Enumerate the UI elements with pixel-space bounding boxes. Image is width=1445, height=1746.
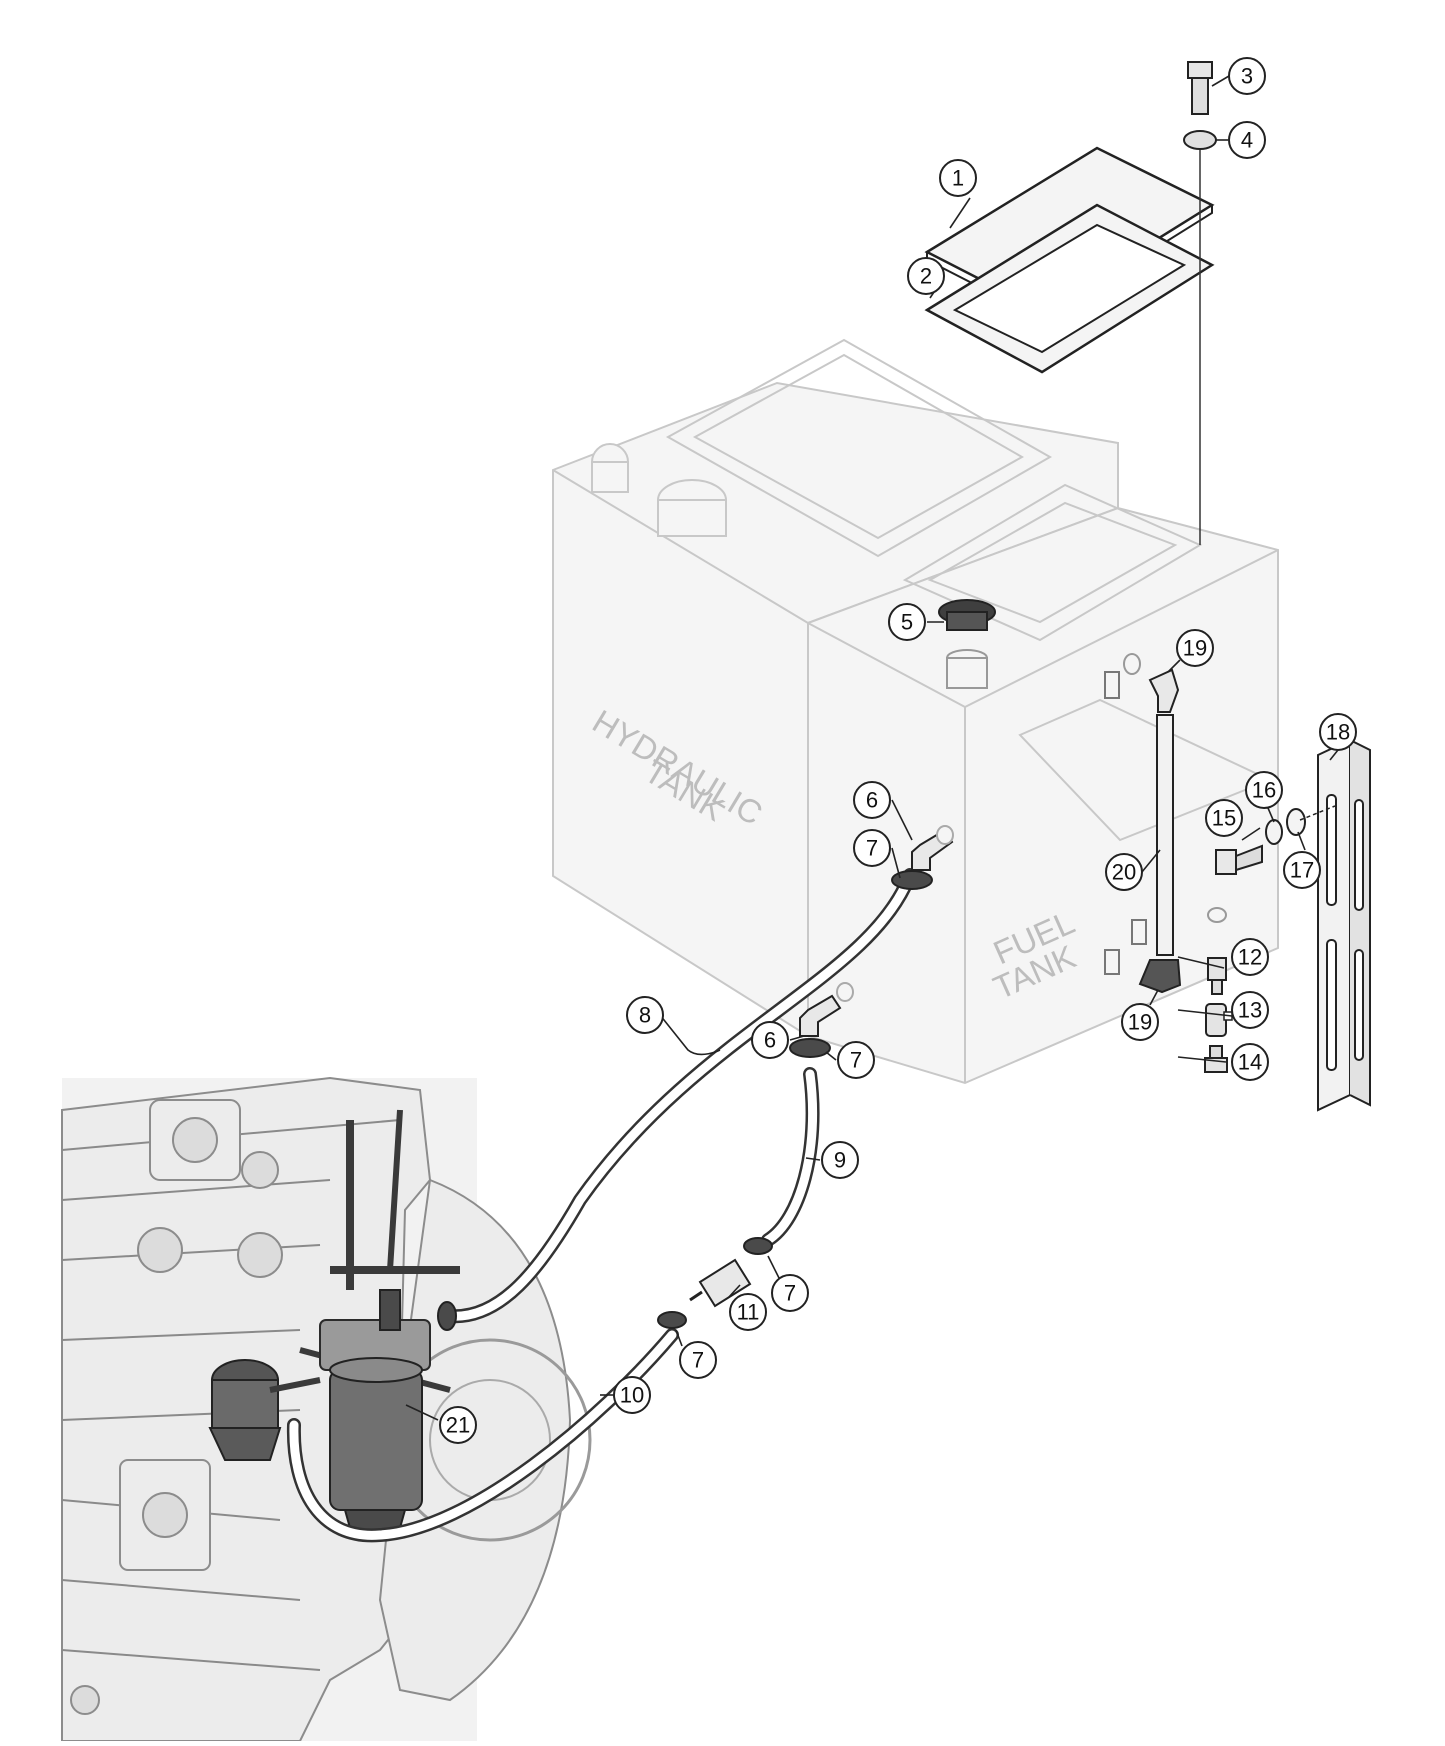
hose-9 xyxy=(761,1067,820,1247)
svg-text:7: 7 xyxy=(866,836,878,861)
fuel-filter-21 xyxy=(329,1357,423,1536)
gasket-2 xyxy=(924,203,1215,374)
flywheel-housing xyxy=(378,1178,572,1702)
callout-13: 13 xyxy=(1231,991,1269,1029)
svg-text:7: 7 xyxy=(692,1348,704,1373)
elbow-6-upper xyxy=(911,825,954,871)
svg-text:5: 5 xyxy=(901,610,913,635)
callout-5: 5 xyxy=(888,603,926,641)
callout-14: 14 xyxy=(1231,1043,1269,1081)
hose-20 xyxy=(1156,714,1174,956)
svg-text:13: 13 xyxy=(1238,998,1262,1023)
callout-6-lower: 6 xyxy=(751,1021,789,1059)
clamp-7-lower xyxy=(789,1038,831,1058)
svg-text:10: 10 xyxy=(620,1383,644,1408)
washer-17 xyxy=(1286,808,1306,836)
svg-text:14: 14 xyxy=(1238,1050,1262,1075)
svg-text:19: 19 xyxy=(1128,1010,1152,1035)
svg-text:8: 8 xyxy=(639,1003,651,1028)
callout-12: 12 xyxy=(1231,938,1269,976)
washer-16 xyxy=(1265,819,1283,845)
callout-10: 10 xyxy=(613,1376,651,1414)
elbow-19-upper xyxy=(1123,653,1180,713)
bolt-3 xyxy=(1187,61,1213,115)
svg-text:17: 17 xyxy=(1290,858,1314,883)
svg-text:6: 6 xyxy=(866,788,878,813)
callout-19-lower: 19 xyxy=(1121,1003,1159,1041)
svg-text:1: 1 xyxy=(952,166,964,191)
svg-text:16: 16 xyxy=(1252,778,1276,803)
callout-19-upper: 19 xyxy=(1176,629,1214,667)
callout-15: 15 xyxy=(1205,799,1243,837)
callout-21: 21 xyxy=(439,1406,477,1444)
hose-10 xyxy=(286,1328,679,1543)
svg-text:3: 3 xyxy=(1241,64,1253,89)
elbow-19-lower xyxy=(1138,959,1182,994)
leader-lines xyxy=(405,75,1339,1421)
svg-text:21: 21 xyxy=(446,1413,470,1438)
svg-text:9: 9 xyxy=(834,1148,846,1173)
callout-1: 1 xyxy=(939,159,977,197)
callout-7-upper: 7 xyxy=(853,829,891,867)
drain-fitting-12 xyxy=(1207,957,1227,995)
callout-4: 4 xyxy=(1228,121,1266,159)
callout-11: 11 xyxy=(729,1293,767,1331)
inline-filter-11 xyxy=(689,1258,752,1308)
clamp-7-hose9 xyxy=(743,1237,773,1255)
washer-4 xyxy=(1183,130,1217,150)
drain-valve-13 xyxy=(1205,1003,1233,1037)
engine-illustration xyxy=(61,1076,592,1742)
callout-7-hose9: 7 xyxy=(771,1274,809,1312)
svg-text:15: 15 xyxy=(1212,806,1236,831)
callout-16: 16 xyxy=(1245,771,1283,809)
svg-text:7: 7 xyxy=(850,1048,862,1073)
svg-text:11: 11 xyxy=(737,1300,760,1325)
fuel-cap-5 xyxy=(938,599,996,689)
elbow-6-lower xyxy=(799,982,854,1037)
callout-7-lower: 7 xyxy=(837,1041,875,1079)
callout-7-hose10: 7 xyxy=(679,1341,717,1379)
callout-3: 3 xyxy=(1228,57,1266,95)
callout-6-upper: 6 xyxy=(853,781,891,819)
svg-text:6: 6 xyxy=(764,1028,776,1053)
svg-text:2: 2 xyxy=(920,264,932,289)
clamp-7-upper xyxy=(891,870,933,890)
callout-2: 2 xyxy=(907,257,945,295)
svg-text:18: 18 xyxy=(1326,720,1350,745)
callout-20: 20 xyxy=(1105,853,1143,891)
svg-text:4: 4 xyxy=(1241,128,1253,153)
bracket-18 xyxy=(1317,738,1371,1112)
svg-text:7: 7 xyxy=(784,1281,796,1306)
tank-assembly: HYDRAULIC TANK FUEL TANK xyxy=(552,338,1279,1085)
clamp-7-hose10 xyxy=(657,1311,687,1329)
callout-18: 18 xyxy=(1319,713,1357,751)
svg-text:12: 12 xyxy=(1238,945,1262,970)
svg-text:20: 20 xyxy=(1112,860,1136,885)
drain-plug-14 xyxy=(1204,1045,1228,1073)
callout-17: 17 xyxy=(1283,851,1321,889)
callout-8: 8 xyxy=(626,996,664,1034)
bolt-15 xyxy=(1215,844,1263,875)
callout-9: 9 xyxy=(821,1141,859,1179)
hose-8 xyxy=(443,868,917,1324)
fuel-pump xyxy=(208,1359,282,1461)
svg-text:19: 19 xyxy=(1183,636,1207,661)
